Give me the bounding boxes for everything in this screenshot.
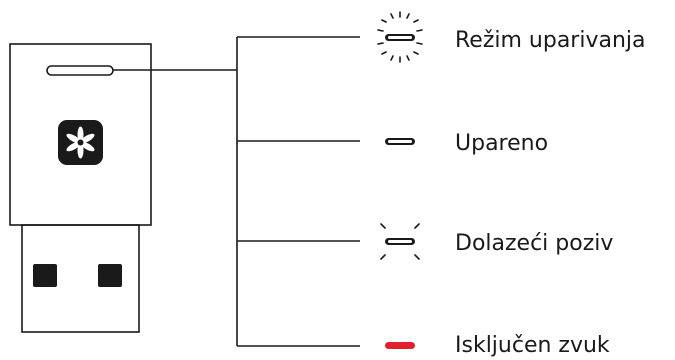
state-label-muted: Isključen zvuk [455, 333, 610, 358]
led-indicator-pairing [377, 11, 423, 63]
usb-connector [21, 224, 140, 333]
connector-lines [113, 36, 360, 347]
usb-pin-right [98, 264, 122, 287]
usb-pin-left [33, 264, 57, 287]
led-indicator-paired [385, 138, 415, 145]
asterisk-flower-icon [58, 120, 103, 165]
receiver-led-slot [46, 65, 114, 76]
led-indicator-incoming-call [380, 223, 420, 260]
state-label-incoming-call: Dolazeći poziv [455, 231, 614, 256]
state-label-paired: Upareno [455, 131, 549, 156]
state-label-pairing: Režim uparivanja [455, 28, 646, 53]
led-indicator-muted [385, 342, 415, 349]
usb-receiver [9, 43, 152, 333]
